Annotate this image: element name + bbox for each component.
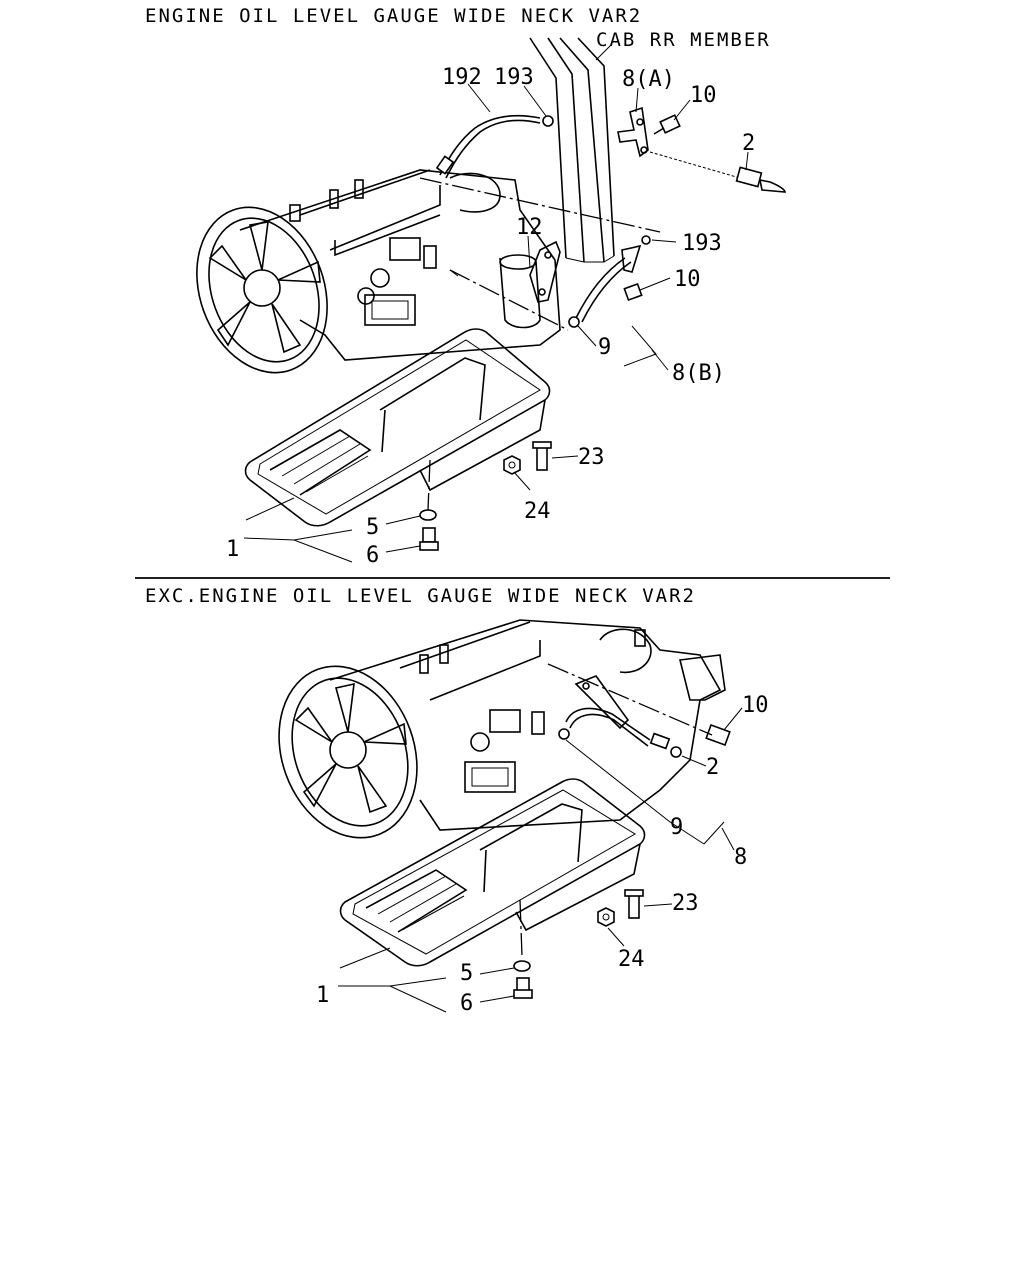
bolt-193-b [641, 235, 651, 245]
oil-pan-2 [339, 778, 646, 967]
washer-5-a [419, 509, 437, 521]
section-2-title: EXC.ENGINE OIL LEVEL GAUGE WIDE NECK VAR… [145, 585, 696, 607]
fan-wheel-1 [196, 206, 328, 374]
callout-9-b: 9 [670, 815, 683, 840]
drain-plug-6-a [419, 527, 439, 551]
callout-1-a: 1 [226, 537, 239, 562]
callout-8b: 8(B) [672, 361, 725, 386]
callout-23-a: 23 [578, 445, 605, 470]
callout-10-a: 10 [690, 83, 717, 108]
callout-6-b: 6 [460, 991, 473, 1016]
callout-2-b: 2 [706, 755, 719, 780]
nut-24-b [597, 907, 615, 927]
callout-5-a: 5 [366, 515, 379, 540]
alignment-line-d [547, 663, 713, 736]
callout-10-c: 10 [742, 693, 769, 718]
callout-1-b: 1 [316, 983, 329, 1008]
oil-level-gauge-2 [649, 151, 786, 193]
callout-192: 192 [442, 65, 482, 90]
callout-8: 8 [734, 845, 747, 870]
bracket-12 [529, 240, 561, 303]
bolt-23-a [532, 441, 552, 471]
bolt-23-b [624, 889, 644, 919]
callout-193-b: 193 [682, 231, 722, 256]
callout-12: 12 [516, 215, 543, 240]
callout-193-a: 193 [494, 65, 534, 90]
cab-rr-member [529, 37, 615, 263]
stay-8b [568, 244, 642, 328]
fan-wheel-2 [278, 665, 418, 839]
section-1-title: ENGINE OIL LEVEL GAUGE WIDE NECK VAR2 [145, 5, 642, 27]
alignment-line-a [419, 177, 661, 233]
callout-24-a: 24 [524, 499, 551, 524]
callout-5-b: 5 [460, 961, 473, 986]
engine-assembly-2 [329, 619, 726, 831]
callout-24-b: 24 [618, 947, 645, 972]
leader-lines-2 [338, 707, 743, 1013]
drain-plug-6-b [513, 977, 533, 999]
alignment-line-c [427, 459, 431, 511]
callout-10-b: 10 [674, 267, 701, 292]
callout-2: 2 [742, 131, 755, 156]
callout-9: 9 [598, 335, 611, 360]
washer-5-b [513, 960, 531, 972]
bolt-10-c [705, 723, 731, 747]
leader-lines-1 [243, 83, 749, 563]
callout-23-b: 23 [672, 891, 699, 916]
cab-rr-member-note: CAB RR MEMBER [596, 29, 771, 51]
nut-24-a [503, 455, 521, 475]
engine-assembly-1 [239, 169, 561, 361]
alignment-line-e [519, 899, 523, 957]
gauge-tube-192 [435, 114, 554, 179]
callout-8a: 8(A) [622, 67, 675, 92]
bolt-10-b [623, 282, 643, 302]
stay-8 [558, 675, 651, 747]
bracket-8a [617, 106, 649, 158]
alignment-line-b [449, 269, 569, 331]
oil-level-gauge-2-b [649, 732, 682, 758]
oil-pan-1 [244, 328, 551, 527]
callout-6-a: 6 [366, 543, 379, 568]
